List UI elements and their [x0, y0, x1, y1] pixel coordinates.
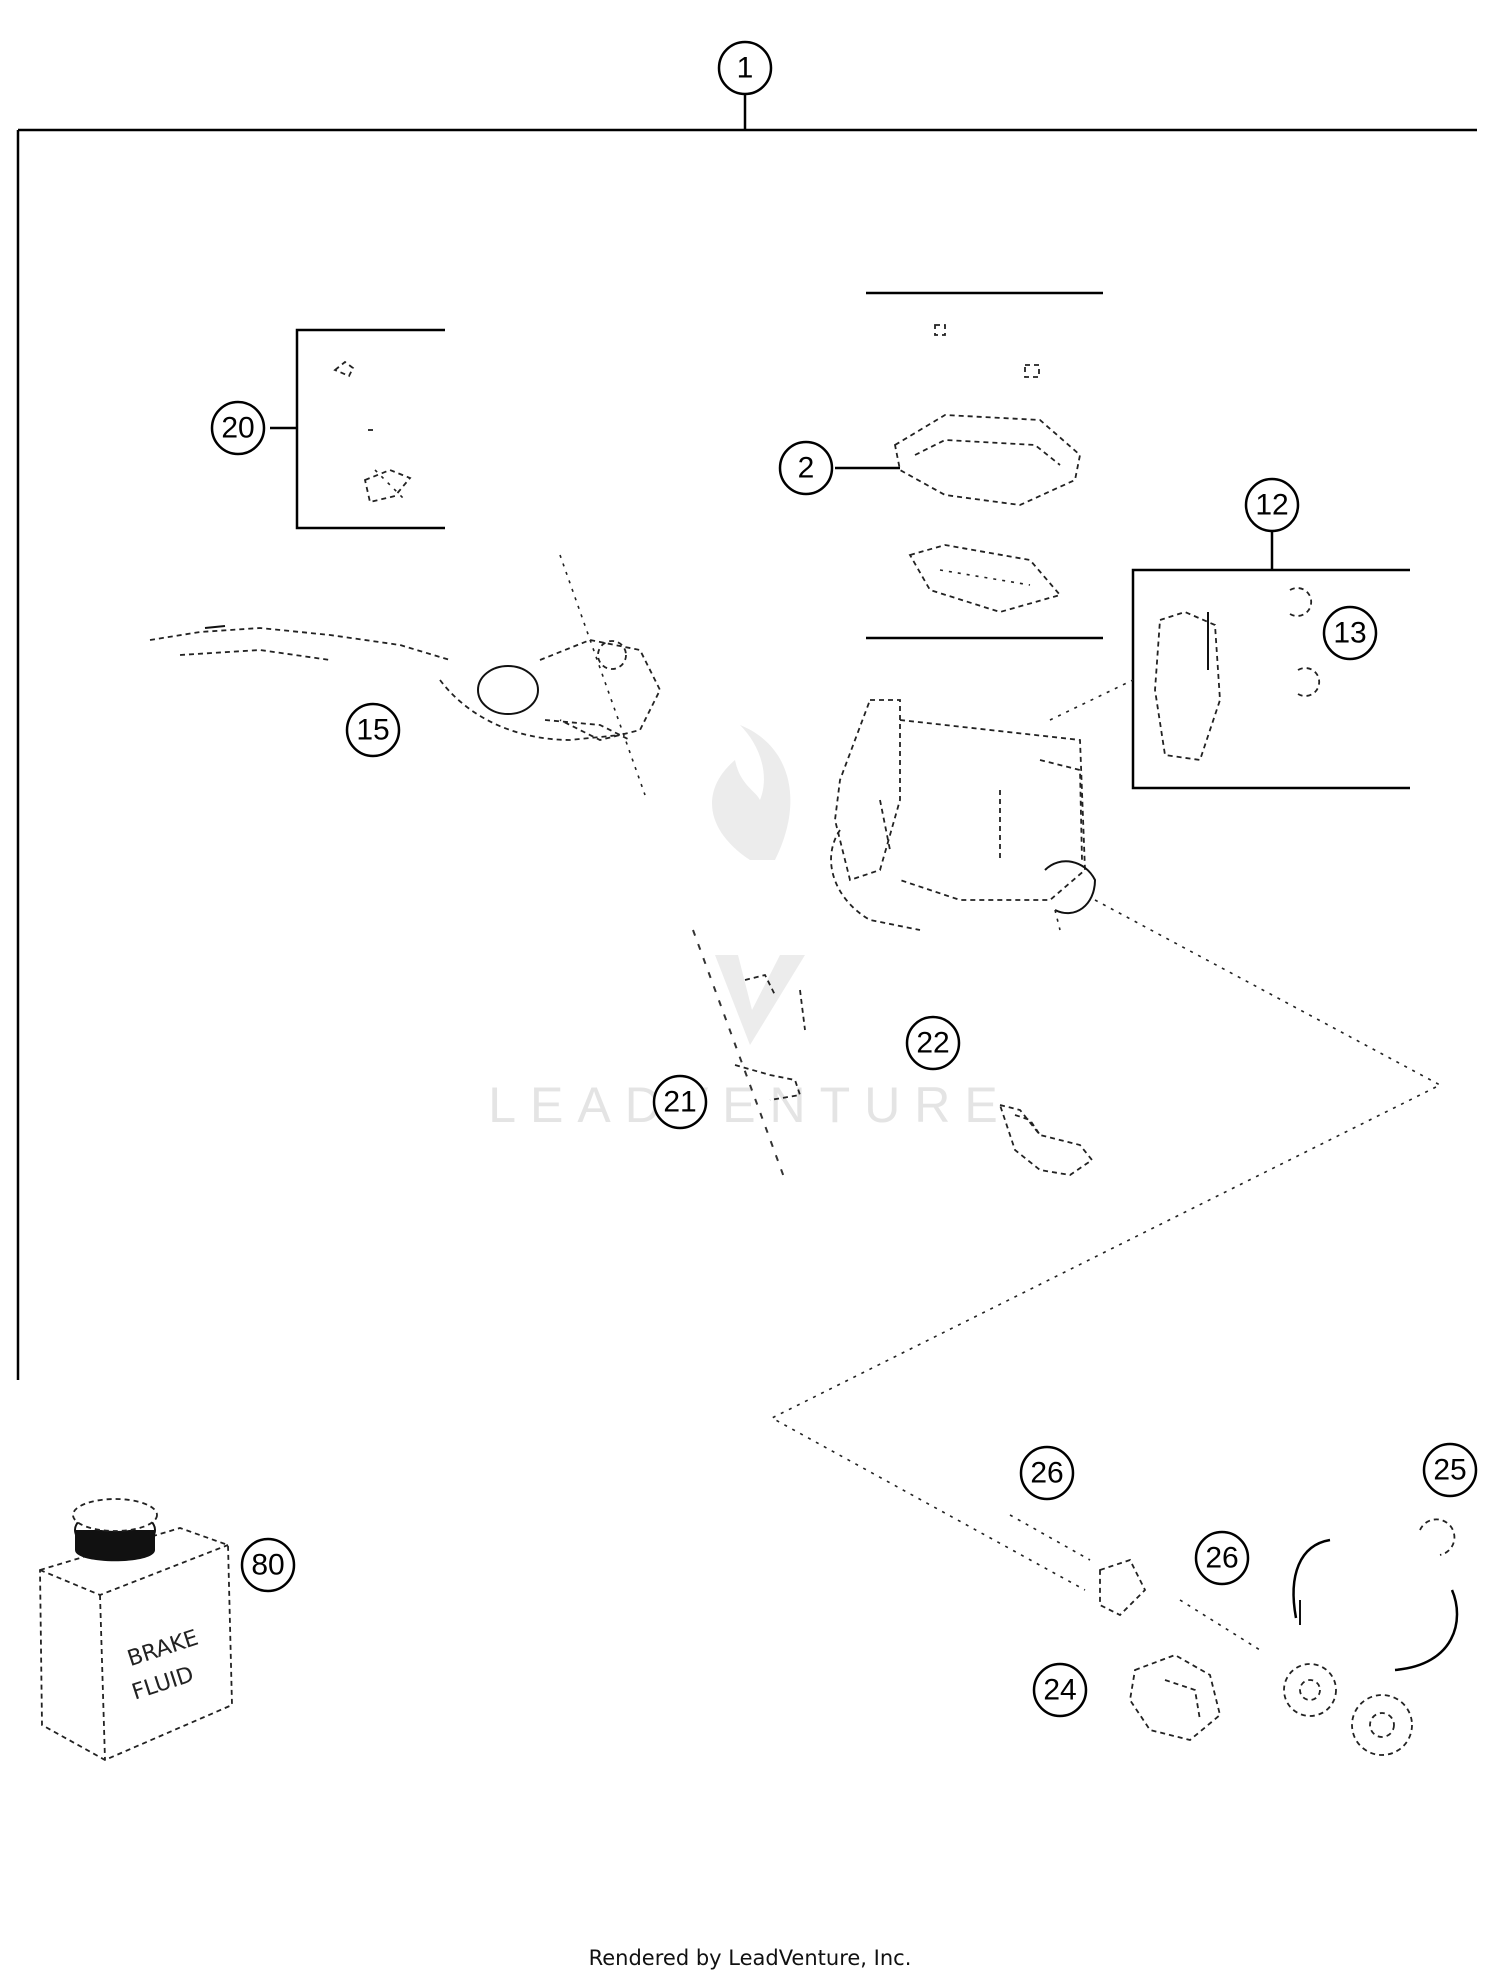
- bracket-20: [270, 328, 445, 530]
- svg-text:26: 26: [1205, 1542, 1238, 1575]
- master-cylinder-body: [830, 679, 1134, 931]
- callout-20: 20: [210, 400, 266, 456]
- callout-12: 12: [1244, 477, 1300, 533]
- callout-80: 80: [240, 1537, 296, 1593]
- svg-text:1: 1: [737, 52, 754, 85]
- svg-text:26: 26: [1030, 1457, 1063, 1490]
- brake-fluid-container: BRAKE FLUID: [39, 1498, 233, 1762]
- svg-text:25: 25: [1433, 1454, 1466, 1487]
- svg-text:15: 15: [356, 714, 389, 747]
- callout-13: 13: [1322, 605, 1378, 661]
- brake-lever-15: [149, 554, 662, 796]
- watermark-text: LEADVENTURE: [488, 1077, 1012, 1133]
- callout-26-upper: 26: [1019, 1445, 1075, 1501]
- svg-text:12: 12: [1255, 489, 1288, 522]
- svg-text:80: 80: [251, 1549, 284, 1582]
- callout-1: 1: [717, 40, 773, 96]
- footer-credit: Rendered by LeadVenture, Inc.: [589, 1946, 912, 1970]
- svg-text:13: 13: [1333, 617, 1366, 650]
- main-assembly-bracket: [16, 95, 1477, 1380]
- parts-21-22: [692, 929, 1094, 1181]
- callouts: 1 2 12 13 15 20 21 22: [210, 40, 1478, 1718]
- callout-24: 24: [1032, 1662, 1088, 1718]
- svg-text:20: 20: [221, 412, 254, 445]
- svg-text:2: 2: [798, 452, 815, 485]
- bracket-2: [835, 291, 1103, 640]
- svg-text:21: 21: [663, 1086, 696, 1119]
- svg-text:24: 24: [1043, 1674, 1076, 1707]
- caliper-group: [1009, 1514, 1459, 1756]
- callout-26-lower: 26: [1194, 1530, 1250, 1586]
- callout-2: 2: [778, 440, 834, 496]
- brake-hose-line: [770, 899, 1442, 1591]
- callout-15: 15: [345, 702, 401, 758]
- svg-text:22: 22: [916, 1027, 949, 1060]
- callout-25: 25: [1422, 1442, 1478, 1498]
- bracket-12: [1131, 532, 1410, 790]
- callout-21: 21: [652, 1074, 708, 1130]
- leadventure-watermark: LEADVENTURE: [488, 725, 1012, 1133]
- callout-22: 22: [905, 1015, 961, 1071]
